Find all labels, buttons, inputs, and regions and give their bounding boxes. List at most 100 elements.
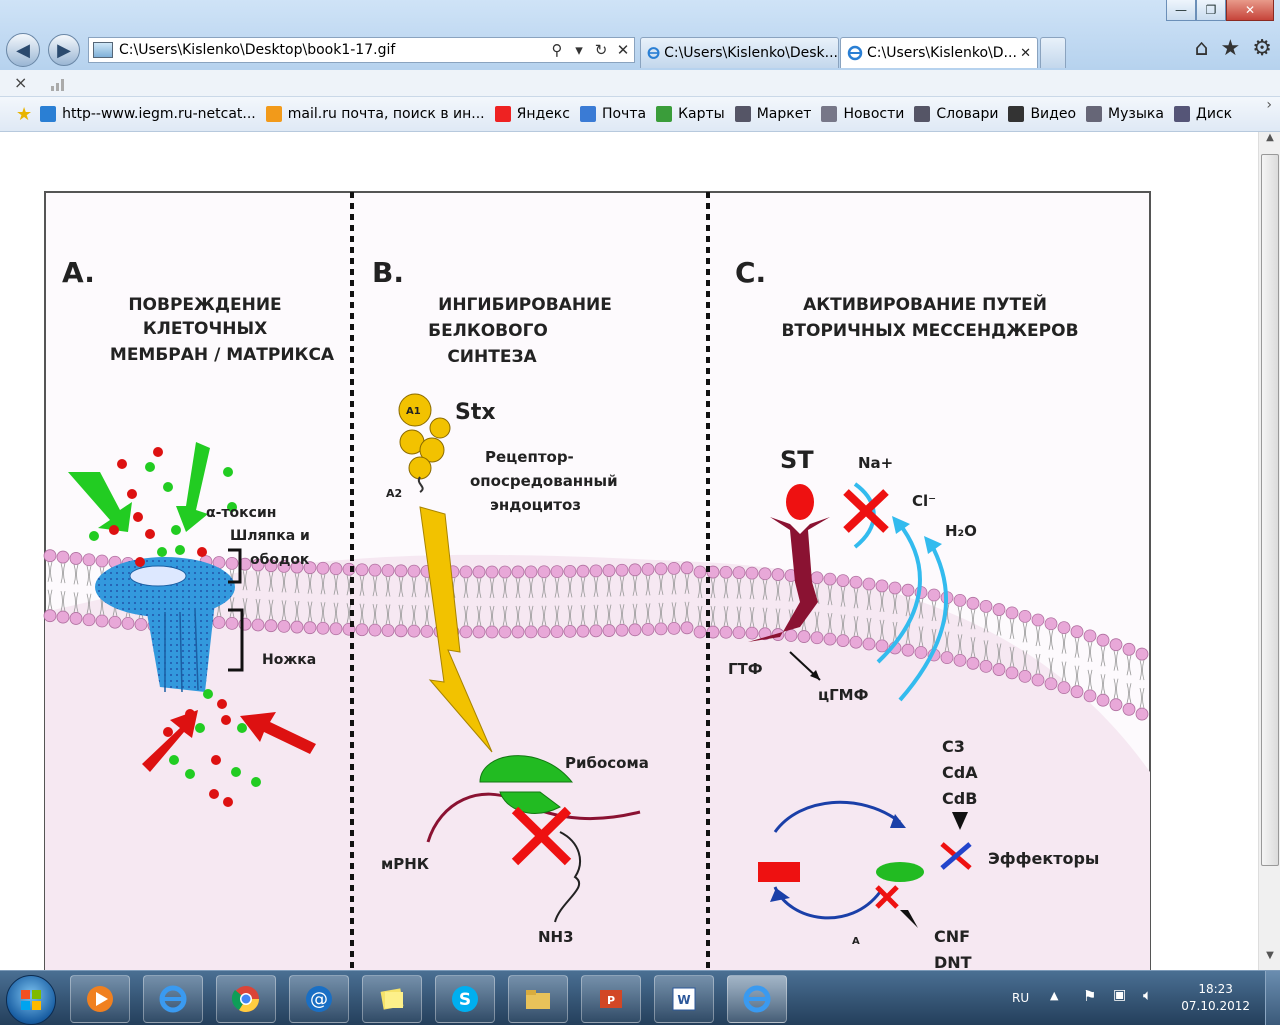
lipid-head — [1109, 698, 1123, 712]
favorite-link[interactable]: Музыка — [1086, 106, 1164, 122]
lipid-tail — [710, 577, 716, 599]
panel-a: A. ПОВРЕЖДЕНИЕ КЛЕТОЧНЫХ МЕМБРАН / МАТРИ… — [62, 256, 335, 807]
svg-text:W: W — [677, 993, 690, 1007]
show-hidden-icons-icon[interactable]: ▲ — [1050, 989, 1059, 1002]
lipid-head — [472, 625, 486, 639]
favorites-star-icon[interactable]: ★ — [1220, 36, 1241, 61]
taskbar-ie-active[interactable] — [727, 975, 787, 1023]
volume-icon[interactable]: 🔈︎ — [1143, 986, 1153, 1004]
disk-icon — [1173, 106, 1190, 122]
lipid-head — [602, 624, 616, 637]
favorite-link[interactable]: Яндекс — [494, 106, 570, 122]
taskbar-skype[interactable]: S — [435, 975, 495, 1023]
lipid-head — [615, 623, 629, 637]
new-tab-button[interactable] — [1040, 37, 1066, 68]
ie-page-icon — [40, 106, 57, 122]
favorite-link[interactable]: mail.ru почта, поиск в ин... — [265, 106, 485, 122]
lipid-head — [290, 560, 304, 574]
more-chevron-icon[interactable]: › — [1266, 97, 1272, 113]
tab-2[interactable]: C:\Users\Kislenko\D... ✕ — [840, 37, 1038, 68]
address-text[interactable]: C:\Users\Kislenko\Desktop\book1-17.gif — [119, 42, 396, 58]
lipid-head — [862, 577, 876, 591]
arrowhead — [770, 888, 790, 902]
lipid-head — [381, 624, 395, 637]
lipid-head — [82, 613, 96, 627]
lipid-tail — [372, 604, 378, 625]
favorite-link[interactable]: Видео — [1008, 106, 1076, 122]
green-particle — [99, 499, 109, 509]
lipid-tail — [424, 577, 430, 598]
action-center-flag-icon[interactable]: ⚑ — [1083, 987, 1097, 1005]
ion-flow-arrow — [876, 520, 922, 664]
favorite-link[interactable]: Маркет — [734, 106, 812, 122]
close-bar-icon[interactable]: × — [14, 73, 28, 92]
favorite-label: Маркет — [756, 106, 812, 122]
lipid-tail — [398, 576, 404, 597]
word-icon: W — [672, 987, 696, 1011]
lipid-head — [836, 574, 850, 587]
favorite-link[interactable]: Почта — [579, 106, 646, 122]
home-icon[interactable]: ⌂ — [1194, 36, 1209, 61]
cap-label-2: ободок — [250, 552, 310, 568]
back-button[interactable]: ◀ — [6, 33, 40, 67]
address-bar[interactable]: C:\Users\Kislenko\Desktop\book1-17.gif ⚲… — [88, 37, 635, 63]
taskbar-chrome[interactable] — [216, 975, 276, 1023]
gear-icon[interactable]: ⚙ — [1252, 36, 1272, 61]
panel-a-title-3: МЕМБРАН / МАТРИКСА — [110, 345, 335, 365]
scroll-up-icon[interactable]: ▲ — [1266, 132, 1274, 143]
scroll-down-icon[interactable]: ▼ — [1266, 950, 1274, 961]
taskbar-mail-agent[interactable]: @ — [289, 975, 349, 1023]
mailru-icon — [265, 106, 282, 122]
green-particle — [145, 462, 155, 472]
clock-date: 07.10.2012 — [1181, 999, 1250, 1013]
network-icon[interactable]: ▣ — [1113, 987, 1127, 1003]
lipid-tail — [905, 596, 911, 617]
close-button[interactable]: ✕ — [1226, 0, 1274, 21]
dictionary-icon — [914, 106, 931, 122]
search-icon[interactable]: ⚲ — [551, 41, 563, 59]
taskbar-powerpoint[interactable]: P — [581, 975, 641, 1023]
favorites-star-icon[interactable]: ★ — [16, 103, 33, 125]
lipid-head — [1096, 633, 1110, 647]
maximize-button[interactable]: ❐ — [1196, 0, 1226, 21]
panel-b-title-1: ИНГИБИРОВАНИЕ — [438, 295, 612, 315]
yandex-icon — [494, 106, 511, 122]
dropdown-icon[interactable]: ▾ — [575, 41, 583, 59]
lipid-head — [966, 656, 980, 670]
lipid-tail — [528, 577, 534, 598]
lipid-tail — [775, 580, 781, 601]
scroll-thumb[interactable] — [1261, 154, 1279, 866]
taskbar-ie[interactable] — [143, 975, 203, 1023]
taskbar-explorer[interactable] — [508, 975, 568, 1023]
clock[interactable]: 18:23 07.10.2012 — [1181, 981, 1250, 1015]
lipid-head — [667, 621, 681, 635]
red-arrow — [142, 710, 198, 772]
lipid-tail — [359, 603, 365, 624]
favorite-link[interactable]: Словари — [914, 106, 998, 122]
favorite-link[interactable]: Диск — [1173, 106, 1232, 122]
taskbar-word[interactable]: W — [654, 975, 714, 1023]
show-desktop-button[interactable] — [1265, 971, 1280, 1025]
taskbar-sticky-notes[interactable] — [362, 975, 422, 1023]
lipid-tail — [1022, 622, 1028, 643]
start-button[interactable] — [6, 975, 56, 1025]
lipid-tail — [645, 575, 651, 596]
favorite-link[interactable]: Карты — [656, 106, 725, 122]
stop-icon[interactable]: ✕ — [616, 41, 630, 59]
language-indicator[interactable]: RU — [1012, 991, 1030, 1005]
lipid-tail — [554, 577, 560, 598]
tab-1[interactable]: C:\Users\Kislenko\Desk... — [640, 37, 839, 68]
lipid-head — [277, 620, 291, 633]
green-particle — [237, 723, 247, 733]
red-particle — [127, 489, 137, 499]
forward-button[interactable]: ▶ — [48, 34, 80, 66]
favorite-link[interactable]: Новости — [821, 106, 904, 122]
endocytosis-label-3: эндоцитоз — [490, 496, 581, 514]
minimize-button[interactable]: — — [1166, 0, 1196, 21]
back-arrow-icon: ◀ — [16, 39, 30, 61]
favorite-link[interactable]: http--www.iegm.ru-netcat... — [40, 106, 256, 122]
refresh-icon[interactable]: ↻ — [594, 41, 608, 59]
taskbar-media-player[interactable] — [70, 975, 130, 1023]
vertical-scrollbar[interactable]: ▲ ▼ — [1258, 132, 1280, 970]
close-tab-icon[interactable]: ✕ — [1020, 45, 1031, 61]
